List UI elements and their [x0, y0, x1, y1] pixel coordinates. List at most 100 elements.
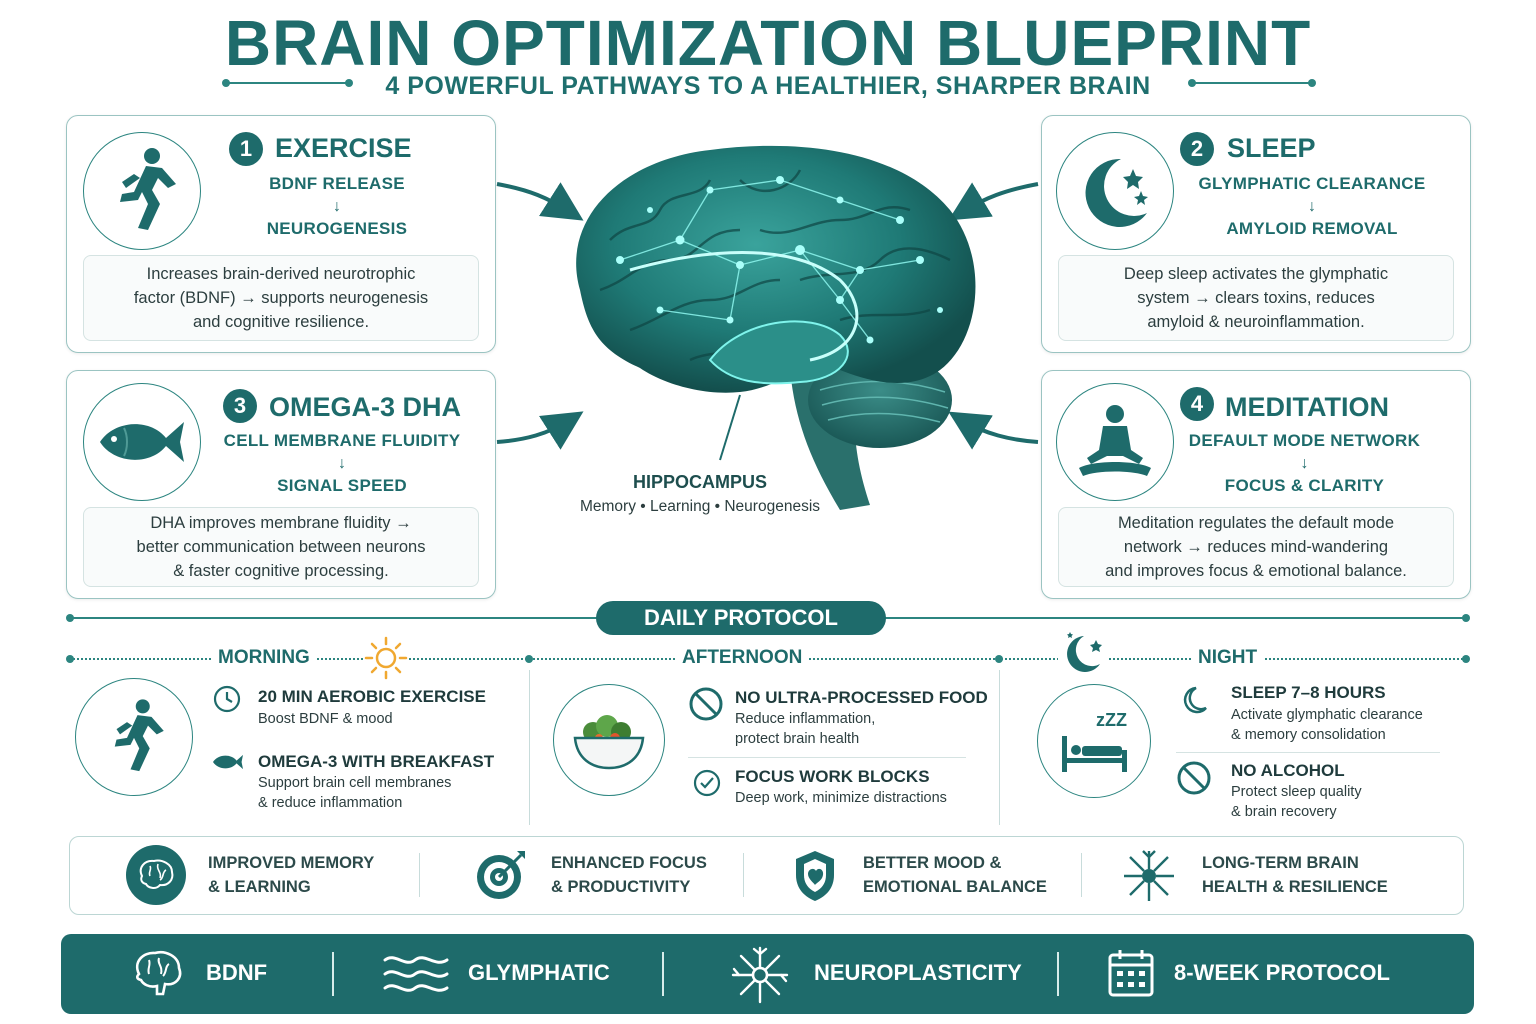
protocol-item-desc: Support brain cell membranes	[258, 775, 452, 791]
flow-to: SIGNAL SPEED	[277, 476, 407, 495]
flow-arrow: ↓	[1308, 198, 1316, 215]
hippocampus-sublabel: Memory • Learning • Neurogenesis	[579, 498, 821, 515]
crescent-icon	[1178, 684, 1210, 721]
pathway-description: Meditation regulates the default mode ne…	[1058, 507, 1454, 587]
desc-line: factor (BDNF) → supports neurogenesis	[133, 289, 429, 307]
subtitle-dot-left	[222, 79, 230, 87]
pathway-card-omega3: 3 OMEGA-3 DHA CELL MEMBRANE FLUIDITY ↓ S…	[66, 370, 496, 599]
protocol-item-desc: Activate glymphatic clearance	[1231, 707, 1423, 723]
protocol-item-title: NO ULTRA-PROCESSED FOOD	[735, 688, 988, 707]
benefit-line: EMOTIONAL BALANCE	[863, 878, 1047, 896]
salad-bowl-icon	[553, 684, 665, 796]
subtitle-dot-left-inner	[345, 79, 353, 87]
pathway-arrows	[496, 182, 1039, 450]
benefit-label: IMPROVED MEMORY & LEARNING	[208, 851, 374, 899]
benefit-line: ENHANCED FOCUS	[551, 854, 707, 872]
benefit-divider	[419, 853, 420, 897]
protocol-item-title: OMEGA-3 WITH BREAKFAST	[258, 752, 495, 771]
runner-icon	[83, 132, 201, 250]
phase-dot	[66, 655, 74, 663]
desc-line: Meditation regulates the default mode	[1117, 514, 1395, 532]
pathway-card-sleep: 2 SLEEP GLYMPHATIC CLEARANCE ↓ AMYLOID R…	[1041, 115, 1471, 353]
neuron-outline-icon	[729, 944, 791, 1011]
pathway-title: EXERCISE	[275, 133, 412, 163]
protocol-item-desc: & memory consolidation	[1231, 727, 1386, 743]
footer-label: NEUROPLASTICITY	[814, 960, 1022, 985]
desc-line: network → reduces mind-wandering	[1123, 538, 1389, 556]
brain-icon	[126, 845, 186, 905]
protocol-item-desc: Reduce inflammation,	[735, 711, 876, 727]
footer-label: 8-WEEK PROTOCOL	[1174, 960, 1390, 985]
phase-dot	[995, 655, 1003, 663]
flow-to: FOCUS & CLARITY	[1224, 476, 1385, 495]
item-divider	[688, 757, 966, 758]
benefits-bar: IMPROVED MEMORY & LEARNING ENHANCED FOCU…	[69, 836, 1464, 915]
meditation-icon	[1056, 383, 1174, 501]
protocol-item-title: NO ALCOHOL	[1231, 761, 1345, 780]
benefit-line: & PRODUCTIVITY	[551, 878, 691, 896]
footer-divider	[1057, 952, 1059, 996]
pathway-title: SLEEP	[1227, 133, 1316, 163]
phase-afternoon-label: AFTERNOON	[676, 647, 809, 669]
benefit-divider	[743, 853, 744, 897]
small-fish-icon	[208, 752, 248, 777]
protocol-item-title: SLEEP 7–8 HOURS	[1231, 683, 1386, 702]
pathway-title: MEDITATION	[1225, 392, 1389, 422]
pathway-card-meditation: 4 MEDITATION DEFAULT MODE NETWORK ↓ FOCU…	[1041, 370, 1471, 599]
protocol-rule-dot-right	[1462, 614, 1470, 622]
desc-line: and cognitive resilience.	[192, 313, 370, 331]
subtitle-rule-right	[1192, 82, 1310, 84]
desc-line: Deep sleep activates the glymphatic	[1123, 265, 1389, 283]
pathway-card-exercise: 1 EXERCISE BDNF RELEASE ↓ NEUROGENESIS I…	[66, 115, 496, 353]
sun-icon	[364, 636, 408, 680]
flow-from: CELL MEMBRANE FLUIDITY	[223, 431, 461, 450]
flow-to: NEUROGENESIS	[266, 219, 408, 238]
flow-from: GLYMPHATIC CLEARANCE	[1198, 174, 1426, 193]
pathway-number: 4	[1180, 387, 1214, 421]
page-title: BRAIN OPTIMIZATION BLUEPRINT	[224, 7, 1312, 79]
flow-from: BDNF RELEASE	[269, 174, 405, 193]
arrow-omega3-to-brain	[496, 411, 584, 450]
subtitle-dot-right	[1308, 79, 1316, 87]
column-divider	[529, 670, 530, 825]
benefit-line: BETTER MOOD &	[863, 854, 1002, 872]
shield-icon	[792, 849, 838, 908]
arrow-exercise-to-brain	[496, 182, 584, 221]
footer-label: BDNF	[206, 960, 268, 985]
calendar-icon	[1107, 947, 1155, 1004]
pathway-number: 3	[223, 389, 257, 423]
desc-line: DHA improves membrane fluidity →	[150, 514, 412, 532]
brain-illustration	[576, 145, 976, 510]
benefit-line: HEALTH & RESILIENCE	[1202, 878, 1388, 896]
item-divider	[1176, 752, 1440, 753]
protocol-item-desc: protect brain health	[735, 731, 860, 747]
subtitle-rule-left	[228, 82, 346, 84]
protocol-item-desc: & brain recovery	[1231, 804, 1337, 820]
page-subtitle: 4 POWERFUL PATHWAYS TO A HEALTHIER, SHAR…	[385, 72, 1151, 100]
no-processed-food-icon	[688, 686, 724, 727]
protocol-item-desc: Boost BDNF & mood	[258, 711, 393, 727]
desc-line: better communication between neurons	[136, 538, 426, 556]
pathway-description: DHA improves membrane fluidity → better …	[83, 507, 479, 587]
pathway-title: OMEGA-3 DHA	[269, 392, 462, 422]
protocol-rule-dot-left	[66, 614, 74, 622]
clock-icon	[212, 684, 242, 719]
checkmark-icon	[692, 768, 722, 803]
phase-night-label: NIGHT	[1192, 647, 1264, 669]
phase-morning-label: MORNING	[212, 647, 316, 669]
neuron-icon	[1120, 847, 1178, 910]
desc-line: Increases brain-derived neurotrophic	[146, 265, 416, 283]
hippocampus-label: HIPPOCAMPUS	[632, 472, 767, 492]
no-alcohol-icon	[1176, 760, 1212, 801]
protocol-item-title: 20 MIN AEROBIC EXERCISE	[258, 687, 486, 706]
pathway-description: Deep sleep activates the glymphatic syst…	[1058, 255, 1454, 341]
flow-to: AMYLOID REMOVAL	[1226, 219, 1398, 238]
footer-label: GLYMPHATIC	[468, 960, 610, 985]
benefit-label: BETTER MOOD & EMOTIONAL BALANCE	[863, 851, 1047, 899]
flow-arrow: ↓	[333, 198, 341, 215]
flow-arrow: ↓	[338, 455, 346, 472]
brain-outline-icon	[131, 948, 185, 1003]
pathway-number: 2	[1180, 132, 1214, 166]
desc-line: amyloid & neuroinflammation.	[1147, 313, 1365, 331]
phase-dot	[525, 655, 533, 663]
